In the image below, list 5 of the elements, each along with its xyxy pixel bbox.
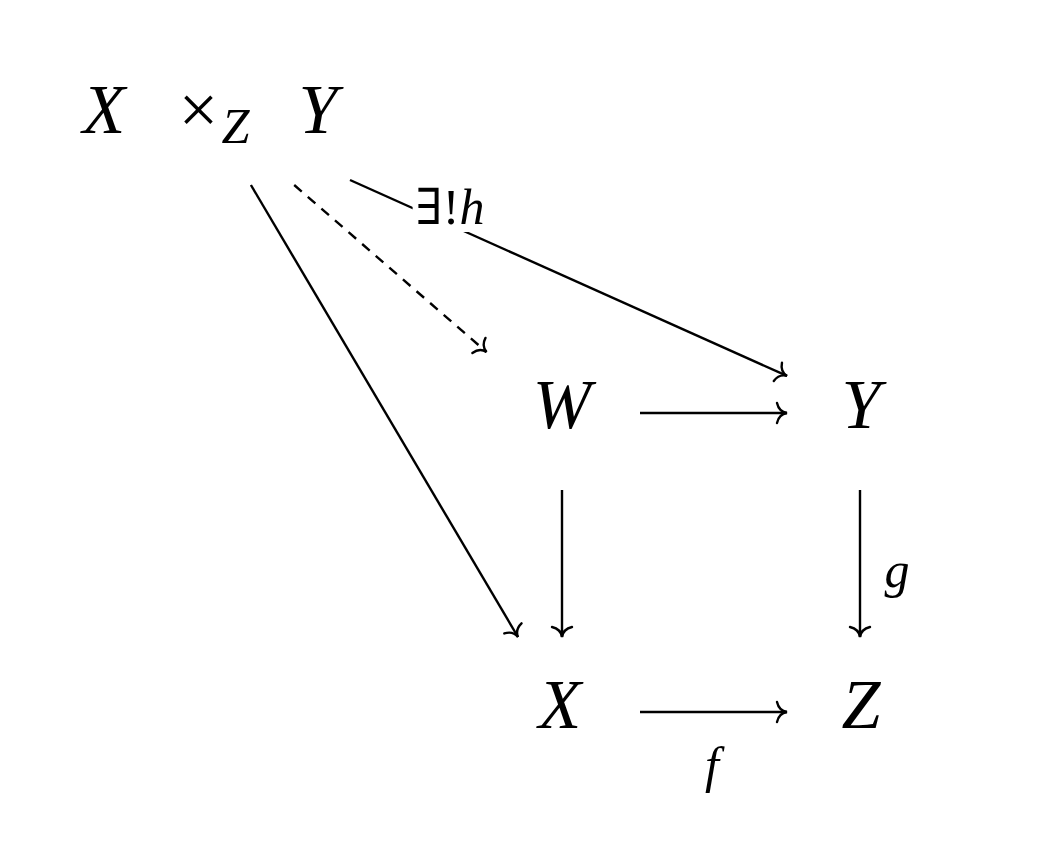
math-object: X	[480, 637, 640, 760]
math-object: W	[484, 352, 640, 490]
math-object: Z	[787, 637, 935, 760]
math-object: X ×$_{Z}$ Y	[70, 75, 350, 185]
math-object: Y	[787, 370, 935, 490]
